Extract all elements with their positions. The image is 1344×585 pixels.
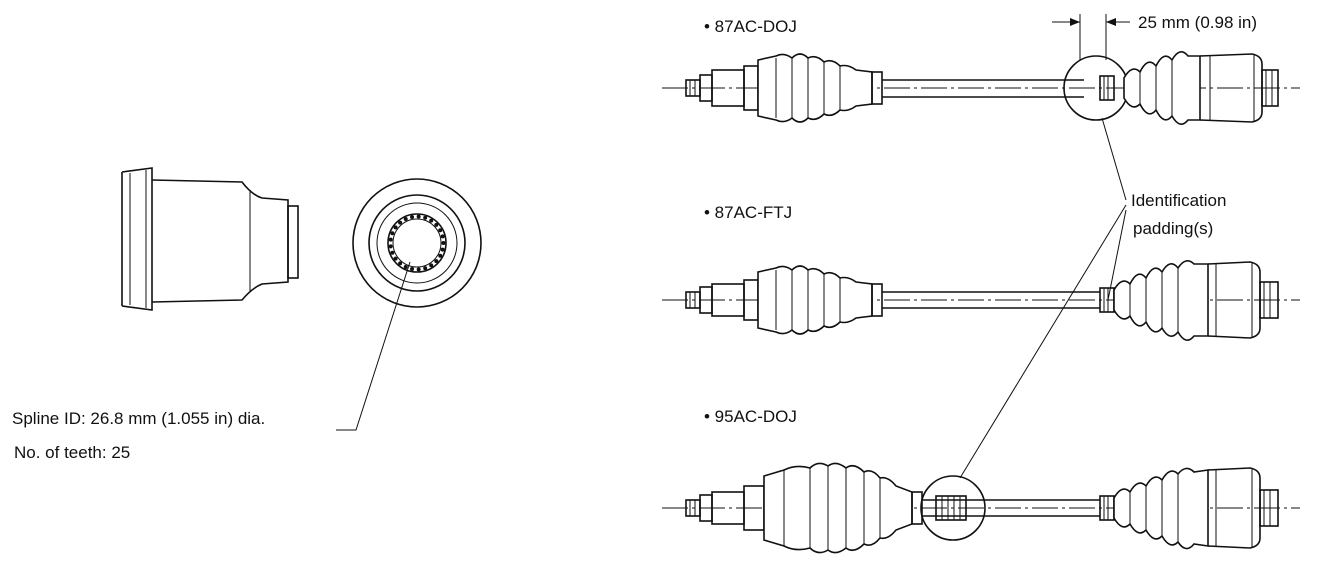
driveshaft-87ac-ftj: [662, 260, 1300, 341]
identification-label-line2: padding(s): [1133, 219, 1213, 238]
spline-tooth: [438, 228, 443, 233]
spline-tooth: [423, 215, 428, 220]
teeth-count-label: No. of teeth: 25: [14, 443, 130, 462]
spline-tooth: [403, 217, 408, 222]
spline-tooth: [434, 222, 439, 227]
identification-leader-lines: [959, 117, 1127, 479]
spline-tooth: [416, 267, 421, 272]
spline-tooth: [393, 225, 398, 230]
variant-label-95ac-doj: • 95AC-DOJ: [704, 407, 797, 426]
dimension-25mm: [1052, 14, 1130, 60]
spline-tooth: [429, 263, 434, 268]
spline-end-view: [352, 178, 482, 308]
spline-tooth: [393, 256, 398, 261]
spline-tooth: [416, 214, 421, 219]
spline-tooth: [403, 264, 408, 269]
spline-tooth: [423, 266, 428, 271]
spline-tooth: [390, 250, 395, 255]
spline-tooth: [434, 259, 439, 264]
variant-label-87ac-ftj: • 87AC-FTJ: [704, 203, 792, 222]
spline-tooth: [388, 237, 393, 242]
spline-tooth: [440, 247, 445, 252]
dimension-label: 25 mm (0.98 in): [1138, 13, 1257, 32]
identification-padding-circle-3: [920, 475, 986, 541]
spline-tooth: [398, 261, 403, 266]
spline-leader-line: [336, 261, 411, 431]
driveshaft-95ac-doj: [662, 462, 1300, 554]
spline-tooth: [410, 267, 415, 272]
spline-tooth: [441, 241, 446, 245]
spline-tooth: [440, 234, 445, 239]
spline-tooth: [390, 231, 395, 236]
spline-tooth: [398, 220, 403, 225]
spline-teeth: [388, 214, 446, 272]
spline-tooth: [410, 214, 415, 219]
spline-tooth: [429, 218, 434, 223]
spline-tooth: [388, 244, 393, 249]
variant-label-87ac-doj: • 87AC-DOJ: [704, 17, 797, 36]
spline-tooth: [438, 253, 443, 258]
driveshaft-87ac-doj: [662, 51, 1300, 125]
identification-label-line1: Identification: [1131, 191, 1226, 210]
spline-id-label: Spline ID: 26.8 mm (1.055 in) dia.: [12, 409, 265, 428]
boot-side-view: [121, 167, 299, 311]
